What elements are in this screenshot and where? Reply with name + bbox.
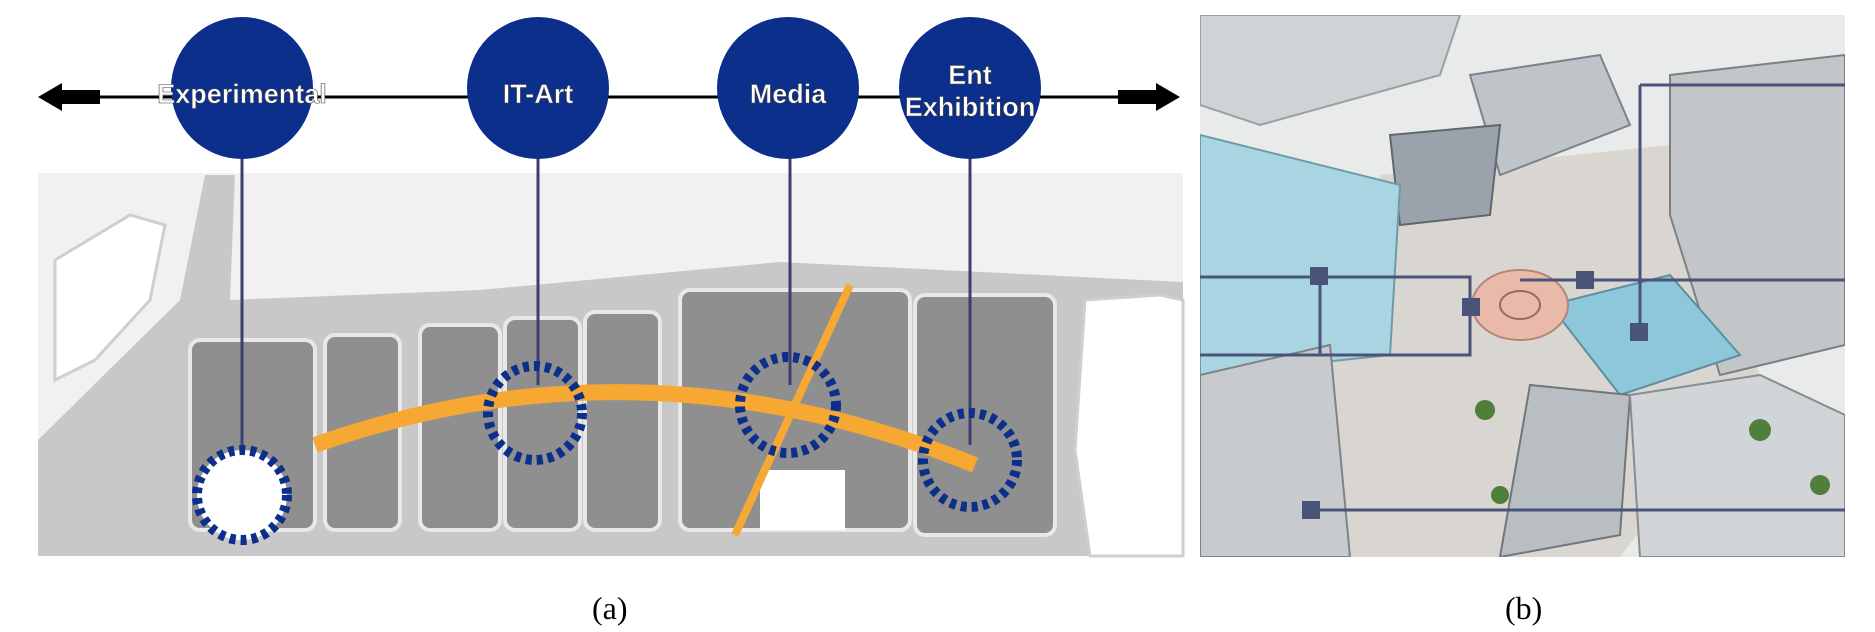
caption-b: (b) <box>1505 590 1543 626</box>
zone-circles <box>171 17 1041 159</box>
zone-label-experimental: Experimental <box>157 79 327 109</box>
ring-it-art <box>483 361 587 465</box>
node-square <box>1576 271 1594 289</box>
tree <box>1749 419 1771 441</box>
courtyard <box>760 470 845 530</box>
connectors <box>240 155 972 455</box>
tree <box>1475 400 1495 420</box>
zoning-diagram: Experimental IT-Art Media Ent Exhibition <box>38 17 1185 558</box>
zone-circle-experimental <box>171 17 313 159</box>
zone-circle-media <box>717 17 859 159</box>
building <box>1200 343 1352 557</box>
zone-label-ent: Ent <box>948 60 992 90</box>
ring-media <box>735 352 841 458</box>
zone-label-media: Media <box>750 79 828 109</box>
node-square <box>1310 267 1328 285</box>
orange-route-arc <box>312 384 978 473</box>
building <box>1388 123 1502 227</box>
node-square <box>1630 323 1648 341</box>
ring-ent-exhibition <box>918 408 1022 512</box>
zone-labels: Experimental IT-Art Media Ent Exhibition <box>157 60 1036 123</box>
building <box>1498 383 1632 557</box>
zone-circle-ent-exhibition <box>899 17 1041 159</box>
tree <box>1810 475 1830 495</box>
right-arrow-icon <box>1118 83 1180 111</box>
left-arrow-icon <box>38 83 100 111</box>
aerial-rendering-svg <box>1200 15 1845 557</box>
ring-experimental <box>192 445 292 545</box>
left-lot <box>53 213 167 383</box>
zone-circle-it-art <box>467 17 609 159</box>
frame-nodes <box>1302 267 1648 519</box>
block <box>583 310 662 532</box>
right-lot <box>1073 293 1185 558</box>
node-square <box>1462 298 1480 316</box>
trees <box>1475 400 1830 504</box>
zone-label-it-art: IT-Art <box>503 79 574 109</box>
building <box>1628 373 1845 557</box>
frame-left <box>1200 275 1322 357</box>
building <box>1669 53 1845 377</box>
zone-rings <box>192 352 1022 545</box>
tree <box>1491 486 1509 504</box>
block <box>503 316 582 532</box>
block <box>418 323 502 532</box>
site-plan <box>38 173 1185 558</box>
plaza-center <box>1499 290 1541 320</box>
zoning-diagram-svg: Experimental IT-Art Media Ent Exhibition <box>38 17 1185 558</box>
aerial-rendering <box>1200 15 1845 557</box>
building <box>1200 15 1462 127</box>
caption-a: (a) <box>592 590 628 626</box>
node-square <box>1302 501 1320 519</box>
orange-route-cross <box>731 283 854 537</box>
zone-label-exhibition: Exhibition <box>905 92 1036 122</box>
